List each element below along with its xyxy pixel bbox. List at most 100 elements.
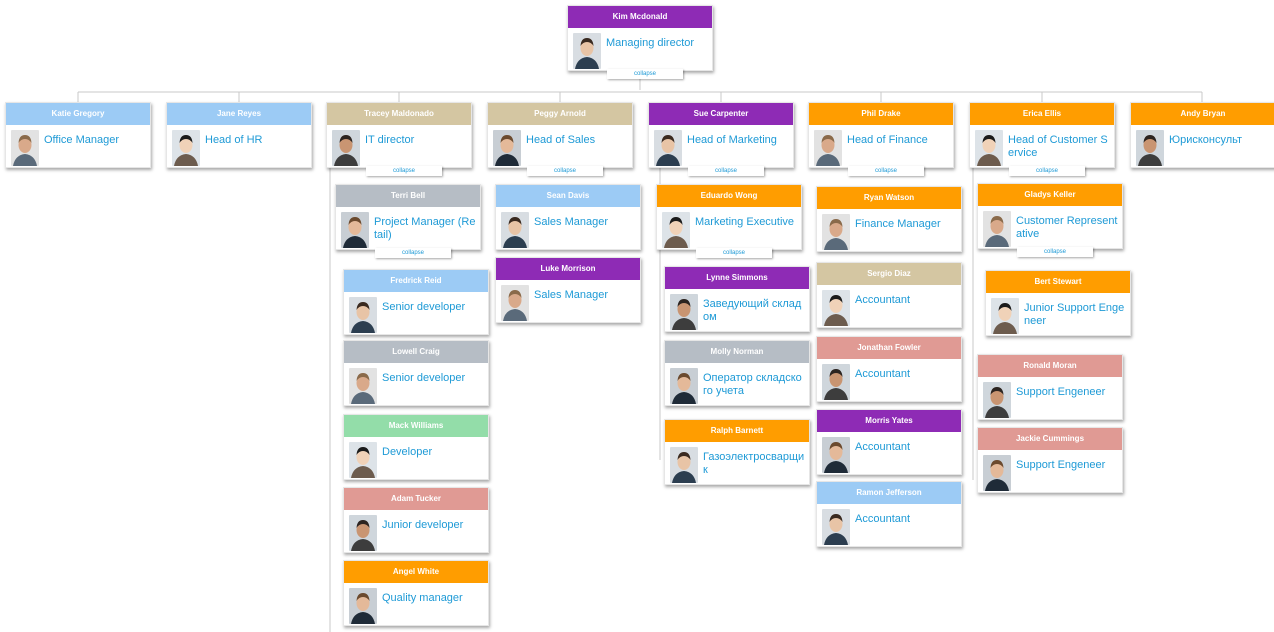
employee-title: Accountant <box>855 368 911 380</box>
employee-name: Peggy Arnold <box>488 103 632 125</box>
employee-name: Kim Mcdonald <box>568 6 712 28</box>
card-body: Accountant <box>817 359 961 403</box>
avatar <box>341 212 369 248</box>
employee-title: Senior developer <box>382 372 466 384</box>
card-body: Marketing Executive <box>657 207 801 251</box>
card-body: Finance Manager <box>817 209 961 253</box>
employee-name: Bert Stewart <box>986 271 1130 293</box>
collapse-button[interactable]: collapse <box>375 248 451 258</box>
card-body: Head of HR <box>167 125 311 169</box>
collapse-button[interactable]: collapse <box>696 248 772 258</box>
employee-title: Finance Manager <box>855 218 941 230</box>
card-body: Head of Finance <box>809 125 953 169</box>
employee-name: Eduardo Wong <box>657 185 801 207</box>
collapse-button[interactable]: collapse <box>527 166 603 176</box>
avatar <box>814 130 842 166</box>
employee-title: Sales Manager <box>534 289 608 301</box>
avatar <box>349 368 377 404</box>
avatar <box>983 211 1011 247</box>
avatar <box>822 509 850 545</box>
employee-title: Senior developer <box>382 301 466 313</box>
employee-name: Molly Norman <box>665 341 809 363</box>
employee-title: Head of Marketing <box>687 134 777 146</box>
employee-name: Terri Bell <box>336 185 480 207</box>
employee-title: Head of HR <box>205 134 263 146</box>
employee-title: Газоэлектросварщик <box>703 451 805 476</box>
employee-title: Support Engeneer <box>1016 386 1106 398</box>
collapse-button[interactable]: collapse <box>366 166 442 176</box>
card-body: Managing director <box>568 28 712 72</box>
card-body: Project Manager (Retail) <box>336 207 480 251</box>
card-body: Юрисконсульт <box>1131 125 1274 169</box>
employee-title: Office Manager <box>44 134 120 146</box>
collapse-button[interactable]: collapse <box>607 69 683 79</box>
collapse-button[interactable]: collapse <box>848 166 924 176</box>
avatar <box>501 212 529 248</box>
employee-title: Marketing Executive <box>695 216 795 228</box>
collapse-button[interactable]: collapse <box>1009 166 1085 176</box>
employee-title: Junior developer <box>382 519 464 531</box>
employee-title: Project Manager (Retail) <box>374 216 476 241</box>
employee-name: Adam Tucker <box>344 488 488 510</box>
avatar <box>493 130 521 166</box>
employee-name: Morris Yates <box>817 410 961 432</box>
card-body: Head of Sales <box>488 125 632 169</box>
card-body: Газоэлектросварщик <box>665 442 809 486</box>
employee-name: Angel White <box>344 561 488 583</box>
avatar <box>991 298 1019 334</box>
collapse-button[interactable]: collapse <box>688 166 764 176</box>
collapse-button[interactable]: collapse <box>1017 247 1093 257</box>
employee-name: Sue Carpenter <box>649 103 793 125</box>
employee-title: Developer <box>382 446 433 458</box>
avatar <box>975 130 1003 166</box>
employee-name: Ryan Watson <box>817 187 961 209</box>
avatar <box>332 130 360 166</box>
employee-name: Gladys Keller <box>978 184 1122 206</box>
avatar <box>822 364 850 400</box>
card-body: Head of Customer Service <box>970 125 1114 169</box>
employee-title: Head of Sales <box>526 134 596 146</box>
card-body: Support Engeneer <box>978 377 1122 421</box>
avatar <box>670 368 698 404</box>
employee-title: Head of Finance <box>847 134 928 146</box>
employee-title: Accountant <box>855 441 911 453</box>
employee-title: Юрисконсульт <box>1169 134 1243 146</box>
employee-title: Заведующий складом <box>703 298 802 323</box>
employee-title: Managing director <box>606 37 695 49</box>
card-body: Senior developer <box>344 363 488 407</box>
avatar <box>983 455 1011 491</box>
avatar <box>670 447 698 483</box>
employee-title: Quality manager <box>382 592 463 604</box>
